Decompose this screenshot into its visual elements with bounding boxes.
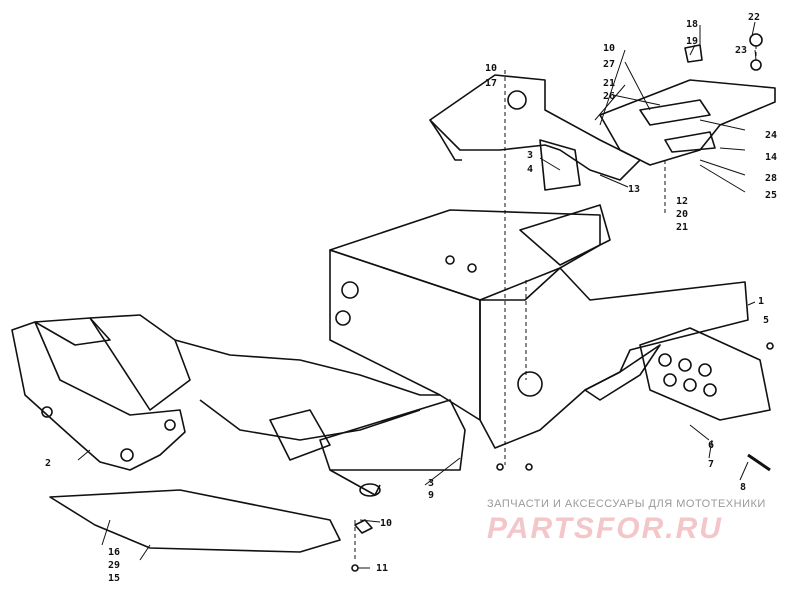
skid-plate [49,489,341,553]
callout-16: 16 [108,547,120,558]
callout-13: 13 [628,184,640,195]
hardware [351,33,774,572]
callout-numbers: 1 2 3 3 4 5 6 7 8 9 10 10 10 11 12 13 14… [45,12,777,584]
callout-7: 7 [708,459,714,470]
callout-21: 21 [603,78,615,89]
callout-8: 8 [740,482,746,493]
callout-18: 18 [686,19,698,30]
front-bumper-assembly [11,314,440,471]
watermark-logo: PARTSFOR.RU [487,512,723,545]
main-frame-tunnel [329,209,749,449]
rear-tunnel-extension [519,204,611,266]
callout-29: 29 [108,560,120,571]
callout-9: 9 [428,490,434,501]
callout-26: 26 [603,91,615,102]
console-bracket [429,74,641,191]
callout-12: 12 [676,196,688,207]
callout-15: 15 [108,573,120,584]
callout-28: 28 [765,173,777,184]
callout-19: 19 [686,36,698,47]
callout-20: 20 [676,209,688,220]
belly-pan [319,399,466,497]
leader-lines [354,45,757,560]
callout-17: 17 [485,78,497,89]
heat-shield [639,327,771,421]
callout-10: 10 [603,43,615,54]
callout-leaders [77,21,757,569]
callout-10: 10 [485,63,497,74]
callout-6: 6 [708,440,714,451]
callout-11: 11 [376,563,388,574]
callout-2: 2 [45,458,51,469]
callout-27: 27 [603,59,615,70]
callout-24: 24 [765,130,777,141]
callout-10: 10 [380,518,392,529]
callout-3: 3 [428,478,434,489]
callout-23: 23 [735,45,747,56]
running-board-plate [599,79,776,166]
callout-4: 4 [527,164,533,175]
callout-22: 22 [748,12,760,23]
callout-25: 25 [765,190,777,201]
callout-1: 1 [758,296,764,307]
callout-21: 21 [676,222,688,233]
callout-14: 14 [765,152,777,163]
callout-3: 3 [527,150,533,161]
watermark-tagline: ЗАПЧАСТИ И АКСЕССУАРЫ ДЛЯ МОТОТЕХНИКИ [487,498,766,510]
callout-5: 5 [763,315,769,326]
